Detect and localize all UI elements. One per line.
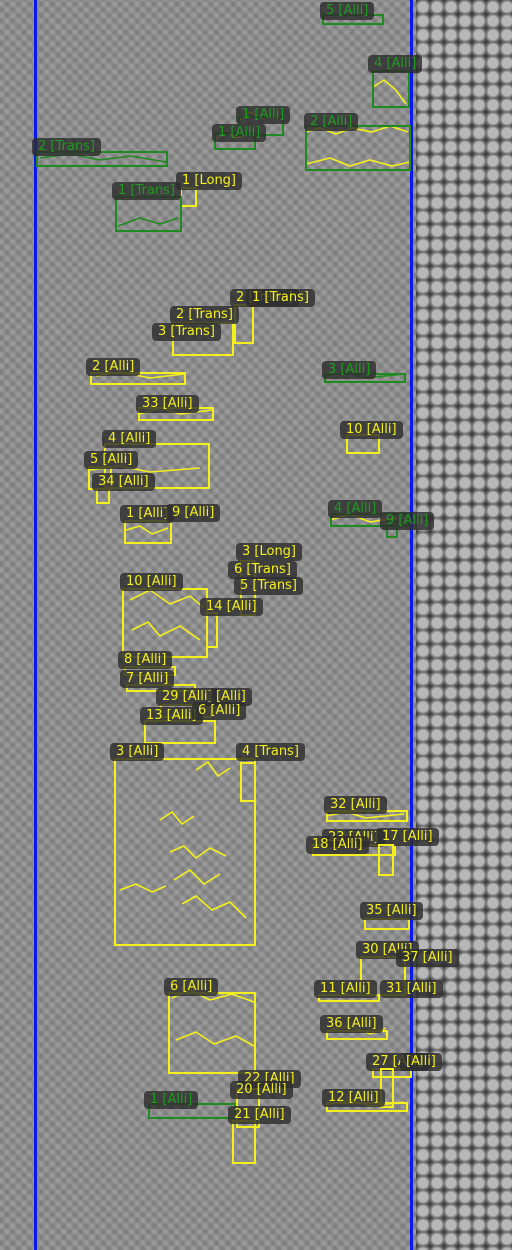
defect-label: 1 [Alli] (236, 106, 291, 124)
defect-label: 5 [Alli] (320, 2, 375, 20)
defect-label: 36 [Alli] (320, 1015, 383, 1033)
defect-label: 29 [Alli] (156, 688, 219, 706)
defect-label: 2 [Alli] (304, 113, 359, 131)
defect-label: 11 [Alli] (314, 980, 377, 998)
defect-box[interactable] (122, 588, 208, 658)
defect-label: 1 [Alli] (120, 505, 175, 523)
defect-label: 12 [Alli] (322, 1089, 385, 1107)
defect-label: 1 [Trans] (112, 182, 181, 200)
defect-label: 4 [Alli] (102, 430, 157, 448)
defect-box[interactable] (378, 844, 394, 876)
defect-label: 6 [Alli] (164, 978, 219, 996)
defect-label: 17 [Alli] (376, 828, 439, 846)
defect-label: 31 [Alli] (380, 980, 443, 998)
defect-label: 20 [Alli] (230, 1081, 293, 1099)
defect-label: 8 [Alli] (118, 651, 173, 669)
defect-label: 7 [Alli] (120, 670, 175, 688)
defect-label: 3 [Alli] (110, 743, 165, 761)
defect-label: 1 [Trans] (246, 289, 315, 307)
defect-box[interactable] (232, 1120, 256, 1164)
defect-label: [Alli] (210, 688, 252, 706)
defect-label: 5 [Alli] (84, 451, 139, 469)
defect-box[interactable] (114, 758, 256, 946)
defect-label: 32 [Alli] (324, 796, 387, 814)
defect-label: 9 [Alli] (380, 512, 435, 530)
defect-label: [Alli] (400, 1053, 442, 1071)
defect-label: 4 [Trans] (236, 743, 305, 761)
defect-label: 2 [Alli] (86, 358, 141, 376)
defect-label: 18 [Alli] (306, 836, 369, 854)
defect-label: 2 [Trans] (170, 306, 239, 324)
defect-box[interactable] (168, 992, 256, 1074)
defect-label: 1 [Long] (176, 172, 243, 190)
defect-label: 10 [Alli] (120, 573, 183, 591)
defect-label: 3 [Trans] (152, 323, 221, 341)
defect-label: 6 [Trans] (228, 561, 297, 579)
defect-box[interactable] (115, 196, 182, 232)
defect-label: 33 [Alli] (136, 395, 199, 413)
defect-box[interactable] (36, 151, 168, 167)
defect-box[interactable] (372, 70, 410, 108)
defect-box[interactable] (240, 762, 256, 802)
defect-label: 4 [Alli] (328, 500, 383, 518)
defect-box[interactable] (380, 1068, 394, 1108)
defect-label: 35 [Alli] (360, 902, 423, 920)
defect-label: 13 [Alli] (140, 707, 203, 725)
left-lane-line (34, 0, 37, 1250)
cobblestone-strip (416, 0, 512, 1250)
defect-box[interactable] (305, 125, 411, 171)
defect-label: 34 [Alli] (92, 473, 155, 491)
defect-label: 1 [Alli] (144, 1091, 199, 1109)
right-lane-line (410, 0, 413, 1250)
defect-label: 21 [Alli] (228, 1106, 291, 1124)
defect-label: 3 [Alli] (322, 361, 377, 379)
defect-label: 5 [Trans] (234, 577, 303, 595)
defect-label: 3 [Long] (236, 543, 303, 561)
defect-box[interactable] (206, 612, 218, 648)
defect-box[interactable] (180, 187, 197, 207)
defect-box[interactable] (124, 520, 172, 544)
defect-label: 9 [Alli] (166, 504, 221, 522)
defect-label: 1 [Alli] (212, 124, 267, 142)
defect-label: 2 [Trans] (32, 138, 101, 156)
defect-label: 4 [Alli] (368, 55, 423, 73)
defect-label: 6 [Alli] (192, 702, 247, 720)
defect-label: 14 [Alli] (200, 598, 263, 616)
defect-label: 10 [Alli] (340, 421, 403, 439)
defect-label: 37 [Alli] (396, 949, 459, 967)
